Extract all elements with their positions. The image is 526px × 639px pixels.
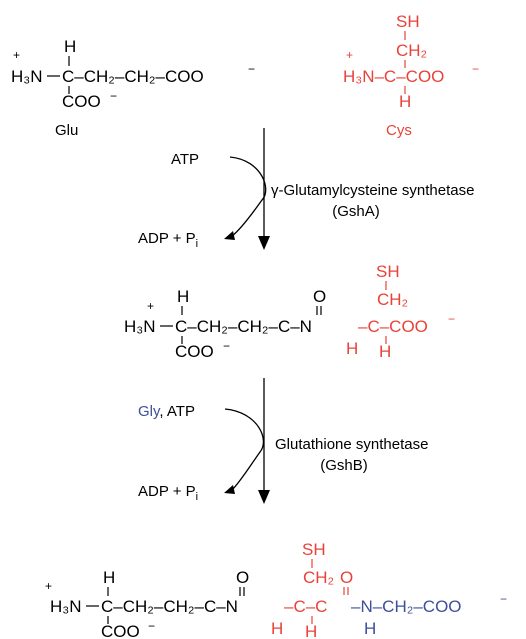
step1-curved-arrow <box>229 156 267 237</box>
dipeptide-chain: C–CH₂–CH₂–C–N <box>175 317 312 336</box>
dipeptide-coo-minus: − <box>223 339 230 353</box>
dipeptide-o: O <box>313 287 326 306</box>
step1-arrowhead <box>258 236 270 250</box>
gsh-o-black: O <box>236 568 249 587</box>
gsh-h: H <box>103 568 115 587</box>
glu-coo: COO <box>62 92 101 111</box>
step1-reaction: ATP γ-Glutamylcysteine synthetase (GshA)… <box>138 128 474 250</box>
cys-plus: + <box>346 48 353 62</box>
gsh-plus: + <box>45 579 52 593</box>
gsh-chain-cys: –C–C <box>284 597 327 616</box>
step2-reaction: Gly, ATP Glutathione synthetase (GshB) A… <box>138 378 428 504</box>
step2-enzyme: Glutathione synthetase <box>275 436 428 453</box>
gsh-o-red: O <box>340 568 353 587</box>
gsh-chain-gly: –N–CH₂–COO <box>351 597 462 616</box>
gsh-chain-glu: C–CH₂–CH₂–C–N <box>101 597 238 616</box>
step2-arrowhead <box>258 490 270 504</box>
gsh-coo: COO <box>101 622 140 639</box>
gsh-nh-red: H <box>271 619 283 638</box>
gsh-sh: SH <box>302 540 326 559</box>
step1-enzyme: γ-Glutamylcysteine synthetase <box>271 182 474 199</box>
dipeptide-h3n: H₃N <box>124 317 155 336</box>
step2-adp: ADP + Pi <box>138 483 198 503</box>
step1-atp: ATP <box>171 151 199 168</box>
gsh-ch-red: H <box>305 622 317 639</box>
glu-coo-minus: − <box>110 89 117 103</box>
glu-molecule: + H H₃N C–CH₂–CH₂–COO − COO − Glu <box>11 37 255 139</box>
cys-main: H₃N–C–COO <box>343 67 444 86</box>
glu-chain: C–CH₂–CH₂–COO <box>62 67 204 86</box>
step1-adp: ADP + Pi <box>138 230 198 250</box>
glu-h3n: H₃N <box>11 67 42 86</box>
glu-name: Glu <box>55 122 78 139</box>
gamma-glutamylcysteine-molecule: SH CH₂ + H O H₃N C–CH₂–CH₂–C–N –C–COO − … <box>124 262 455 361</box>
dipeptide-minus: − <box>448 312 455 326</box>
gsh-nh-blue: H <box>364 619 376 638</box>
step2-reactants: Gly, ATP <box>138 403 195 420</box>
step2-curved-arrow <box>224 408 265 491</box>
step1-enzyme-abbr: (GshA) <box>332 203 380 220</box>
cys-molecule: SH CH₂ + H₃N–C–COO − H Cys <box>343 12 479 139</box>
step2-enzyme-abbr: (GshB) <box>320 457 368 474</box>
gsh-coo-minus: − <box>148 619 155 633</box>
glu-plus: + <box>13 48 20 62</box>
cys-h: H <box>399 92 411 111</box>
dipeptide-ch: H <box>379 342 391 361</box>
glu-minus: − <box>248 62 255 76</box>
dipeptide-sh: SH <box>376 262 400 281</box>
dipeptide-coo: COO <box>175 342 214 361</box>
glu-h: H <box>64 37 76 56</box>
cys-sh: SH <box>396 12 420 31</box>
gsh-h3n: H₃N <box>50 597 81 616</box>
dipeptide-h: H <box>177 287 189 306</box>
dipeptide-cys-part: –C–COO <box>358 317 428 336</box>
cys-name: Cys <box>386 122 412 139</box>
dipeptide-plus: + <box>147 299 154 313</box>
gsh-ch2: CH₂ <box>303 568 334 587</box>
glutathione-molecule: SH CH₂ O + H O H₃N C–CH₂–CH₂–C–N –C–C –N… <box>45 540 507 639</box>
cys-minus: − <box>472 62 479 76</box>
dipeptide-nh: H <box>346 339 358 358</box>
dipeptide-ch2: CH₂ <box>377 290 408 309</box>
gsh-minus: − <box>500 592 507 606</box>
cys-ch2: CH₂ <box>396 41 427 60</box>
